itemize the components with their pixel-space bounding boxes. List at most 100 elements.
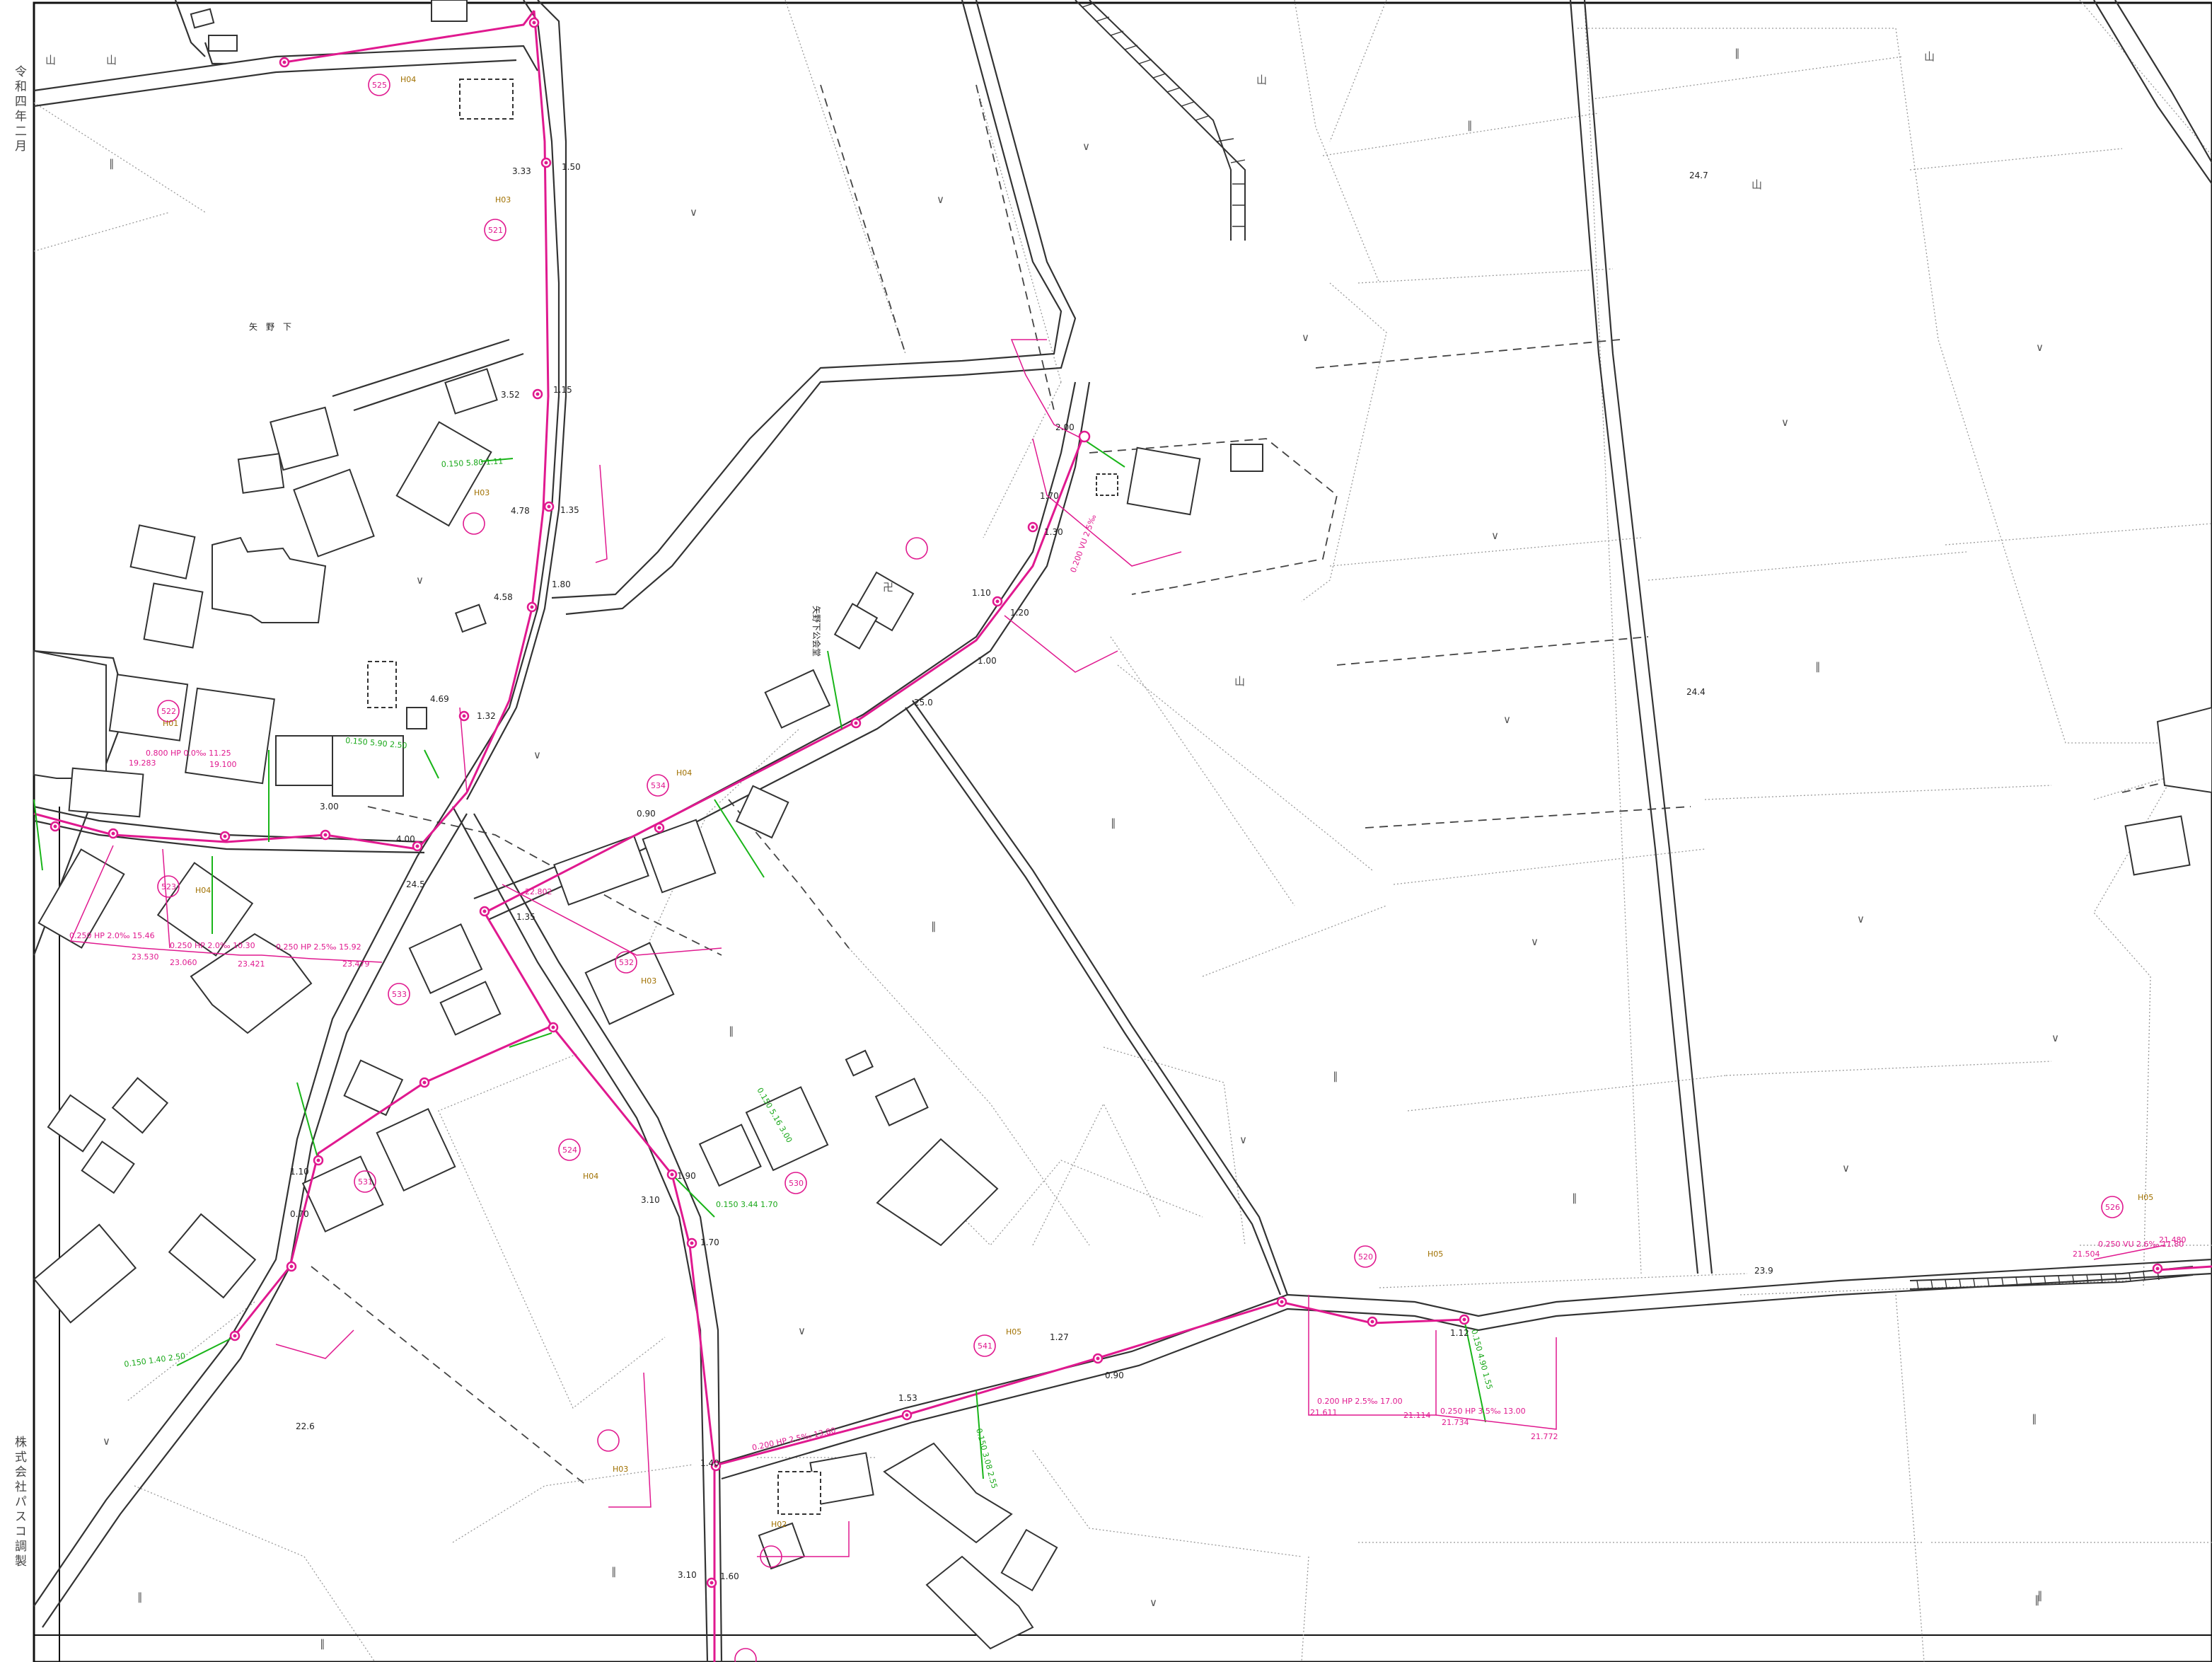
manhole[interactable]: [313, 1155, 324, 1166]
invert-label: 21.480: [2159, 1235, 2187, 1245]
depth-label: 1.35: [516, 912, 535, 922]
manhole[interactable]: [528, 17, 540, 28]
invert-label: 19.283: [129, 758, 156, 768]
paddy-symbol: ∥: [931, 920, 937, 933]
manhole[interactable]: [2152, 1263, 2163, 1274]
manhole[interactable]: [1367, 1316, 1378, 1327]
manholes: [50, 17, 2163, 1588]
manhole-number: 520: [1358, 1252, 1373, 1262]
manhole-number: 521: [488, 226, 503, 235]
depth-label: 1.70: [1040, 491, 1059, 501]
elevations: 24.7 24.4 25.0 23.9 22.6 24.5: [296, 171, 1773, 1431]
manhole[interactable]: [1027, 521, 1038, 533]
elevation-label: 24.7: [1689, 171, 1708, 180]
invert-label: 23.060: [170, 958, 197, 967]
land-use-symbols: 山 山 山 山 山 山 ∨ ∨ ∨ ∨ ∨ ∨ ∨ ∨ ∨ ∨ ∨ ∨ ∨ ∨ …: [45, 47, 2059, 1650]
building: [584, 942, 675, 1025]
manhole[interactable]: [850, 717, 862, 729]
invert-label: 21.611: [1310, 1408, 1338, 1417]
building: [745, 1086, 829, 1172]
manhole[interactable]: [1459, 1314, 1470, 1325]
building: [845, 1049, 874, 1077]
manhole[interactable]: [412, 841, 423, 852]
manhole[interactable]: [219, 831, 231, 842]
field-symbol: ∨: [1082, 140, 1090, 153]
manhole[interactable]: [540, 157, 552, 168]
manhole[interactable]: [706, 1577, 717, 1588]
building: [735, 785, 789, 839]
depth-label: 1.60: [720, 1571, 739, 1581]
field-symbol: ∨: [1842, 1162, 1850, 1175]
manhole[interactable]: [50, 821, 61, 832]
manhole[interactable]: [320, 829, 331, 841]
paddy-symbol: ∥: [320, 1637, 325, 1650]
manhole[interactable]: [279, 57, 290, 68]
building: [874, 1078, 929, 1126]
paddy-symbol: ∥: [729, 1025, 734, 1037]
paddy-symbol: ∥: [1467, 119, 1473, 132]
manhole[interactable]: [1078, 430, 1091, 443]
manhole[interactable]: [526, 601, 538, 613]
manhole[interactable]: [286, 1261, 297, 1272]
embankment: [1075, 0, 2194, 1290]
building: [642, 819, 717, 894]
manhole[interactable]: [710, 1460, 722, 1472]
manhole[interactable]: [992, 596, 1003, 607]
building: [68, 767, 144, 818]
house-code: H05: [1006, 1327, 1021, 1337]
depth-label: 3.52: [501, 390, 520, 400]
building: [764, 669, 831, 729]
depth-label: 2.00: [1055, 422, 1075, 432]
manhole-number: 524: [562, 1145, 577, 1155]
mountain-symbol: 山: [1751, 178, 1762, 191]
building: [833, 602, 879, 650]
field-symbol: ∨: [798, 1325, 806, 1337]
field-symbol: ∨: [690, 206, 697, 219]
pipe-label: 0.250 HP 2.0‰ 15.46: [69, 931, 155, 940]
building: [185, 687, 275, 785]
building: [143, 582, 204, 649]
manhole[interactable]: [479, 906, 490, 917]
house-code: H02: [771, 1520, 787, 1529]
building: [33, 650, 107, 779]
manhole[interactable]: [532, 388, 543, 400]
depth-label: 3.33: [512, 166, 531, 176]
building: [777, 1471, 821, 1515]
manhole[interactable]: [1092, 1353, 1104, 1364]
building: [367, 661, 397, 708]
field-symbol: ∨: [2051, 1032, 2059, 1044]
field-symbol: ∨: [1857, 913, 1865, 925]
depth-label: 1.35: [560, 505, 579, 515]
depth-label: 1.15: [553, 385, 572, 395]
manhole[interactable]: [1276, 1296, 1287, 1308]
manhole[interactable]: [229, 1330, 241, 1341]
building: [1126, 446, 1201, 516]
depth-label: 1.27: [1050, 1332, 1069, 1342]
building: [190, 8, 215, 29]
depth-label: 1.70: [700, 1237, 719, 1247]
paddy-symbol: ∥: [1735, 47, 1740, 59]
depth-label: 4.00: [396, 834, 415, 844]
invert-label: 23.421: [238, 959, 265, 969]
depth-label: 1.40: [700, 1458, 719, 1468]
manhole[interactable]: [419, 1077, 430, 1088]
depth-label: 1.20: [1010, 608, 1029, 618]
pipe-label: 0.800 HP 0.0‰ 11.25: [146, 749, 231, 758]
caption-company: 株式会社パスコ調製: [12, 1435, 26, 1569]
manhole[interactable]: [543, 501, 555, 512]
manhole[interactable]: [686, 1237, 697, 1249]
pipe-label: 0.200 VU 2.5‰: [1069, 513, 1099, 574]
manhole-number: 534: [651, 781, 666, 790]
mountain-symbol: 山: [1234, 675, 1245, 688]
sewer-lines: [33, 10, 2212, 1662]
manhole[interactable]: [108, 828, 119, 839]
manhole[interactable]: [458, 710, 470, 722]
depth-label: 1.12: [1450, 1328, 1469, 1338]
manhole[interactable]: [548, 1022, 559, 1033]
manhole[interactable]: [654, 822, 665, 833]
building: [275, 735, 333, 786]
manhole[interactable]: [666, 1169, 678, 1180]
paddy-symbol: ∥: [2034, 1593, 2040, 1606]
manhole[interactable]: [901, 1409, 913, 1421]
